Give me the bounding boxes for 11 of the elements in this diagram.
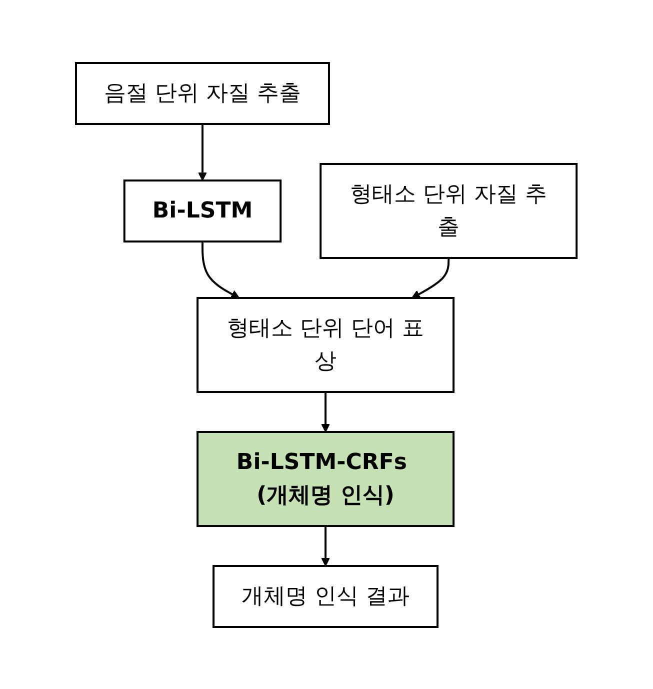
node-box: Bi-LSTM-CRFs (개체명 인식) xyxy=(196,430,455,526)
arrow xyxy=(198,124,208,180)
arrow xyxy=(202,241,240,298)
node-box: 형태소 단위 단어 표상 xyxy=(196,296,455,392)
node-box: Bi-LSTM xyxy=(124,179,282,242)
arrow xyxy=(321,526,330,566)
node-box: 개체명 인식 결과 xyxy=(212,564,439,628)
node-box: 형태소 단위 자질 추출 xyxy=(320,162,578,258)
node-box: 음절 단위 자질 추출 xyxy=(75,62,330,124)
arrow xyxy=(321,392,330,432)
arrow xyxy=(412,258,450,298)
